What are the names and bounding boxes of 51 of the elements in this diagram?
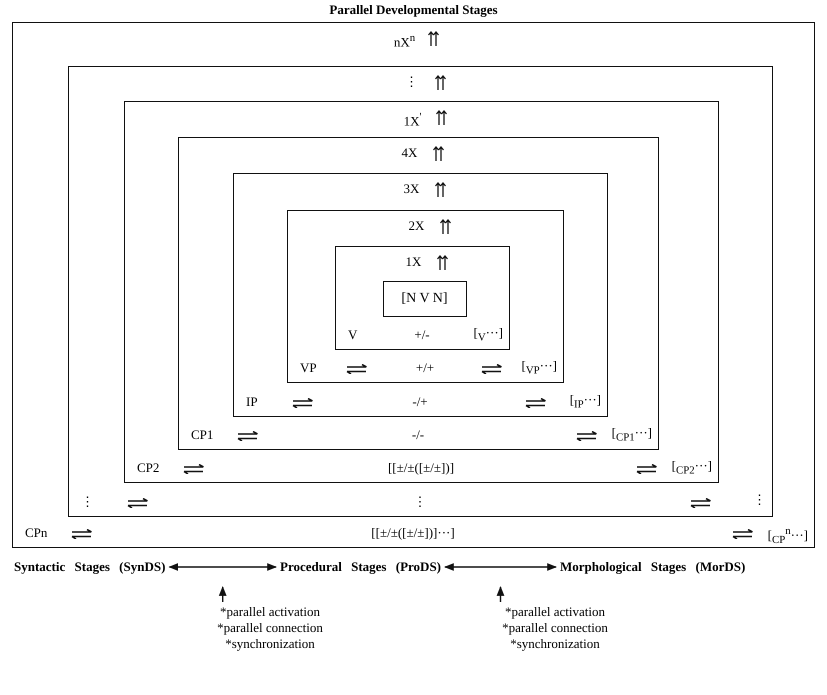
bracket-label: [$_{IP}$···] — [570, 392, 601, 413]
nested-stage-box — [287, 210, 564, 383]
feature-value-label: [[±/±([±/±])]···] — [371, 525, 455, 540]
note-item: *parallel activation — [219, 604, 321, 620]
feature-value-label: -/+ — [412, 394, 428, 409]
stage-level-label: ⋮ — [404, 74, 419, 90]
structure-label: [N V N] — [400, 290, 449, 306]
arrow — [496, 586, 504, 602]
nested-stage-box — [335, 246, 510, 350]
bracket-label: [$_{CP1}$···] — [612, 425, 652, 446]
stage-category-label: ⋮ — [81, 494, 94, 510]
bracket-label: [$_{CP2}$···] — [672, 458, 712, 479]
stage-level-label: 2X — [408, 218, 426, 234]
bracket-label: [$_{V}$···] — [474, 325, 503, 346]
stage-name: Syntactic Stages (SynDS) — [14, 559, 166, 575]
diagram-title: Parallel Developmental Stages — [328, 2, 499, 18]
note-item: *parallel connection — [501, 620, 609, 636]
stage-level-label: 1X — [404, 254, 422, 270]
bracket-label: ⋮ — [753, 492, 766, 508]
note-item: *parallel connection — [216, 620, 324, 636]
nested-stage-box — [124, 101, 719, 483]
stage-category-label: CP2 — [137, 460, 160, 476]
stage-category-label: V — [348, 327, 358, 343]
stage-category-label: CPn — [25, 525, 48, 541]
note-item: *synchronization — [224, 636, 316, 652]
bracket-label: [$_{VP}$···] — [521, 358, 557, 379]
note-item: *parallel activation — [504, 604, 606, 620]
stage-level-label: nX$^{n}$ — [392, 31, 416, 50]
feature-value-label: ⋮ — [414, 494, 426, 509]
stage-category-label: CP1 — [191, 427, 214, 443]
stage-level-label: 3X — [402, 181, 420, 197]
arrow — [444, 563, 557, 571]
stage-category-label: VP — [300, 360, 317, 376]
stage-level-label: 1X$^{'}$ — [402, 110, 422, 130]
stage-level-label: 4X — [400, 145, 418, 161]
arrow — [168, 563, 277, 571]
note-item: *synchronization — [509, 636, 601, 652]
feature-value-label: +/+ — [416, 360, 434, 375]
stage-name: Morphological Stages (MorDS) — [560, 559, 746, 575]
nested-stage-box — [12, 22, 815, 548]
bracket-label: [$_{CP}$$^{n}$···] — [768, 524, 808, 548]
feature-value-label: +/- — [414, 327, 430, 342]
nested-stage-box — [178, 137, 659, 450]
stage-category-label: IP — [246, 394, 258, 410]
nested-stage-box — [68, 66, 773, 517]
arrow — [218, 586, 227, 602]
nested-stage-box — [233, 173, 608, 417]
stage-name: Procedural Stages (ProDS) — [280, 559, 441, 575]
nested-stage-box — [383, 281, 467, 317]
feature-value-label: [[±/±([±/±])] — [388, 460, 454, 475]
feature-value-label: -/- — [412, 427, 424, 442]
